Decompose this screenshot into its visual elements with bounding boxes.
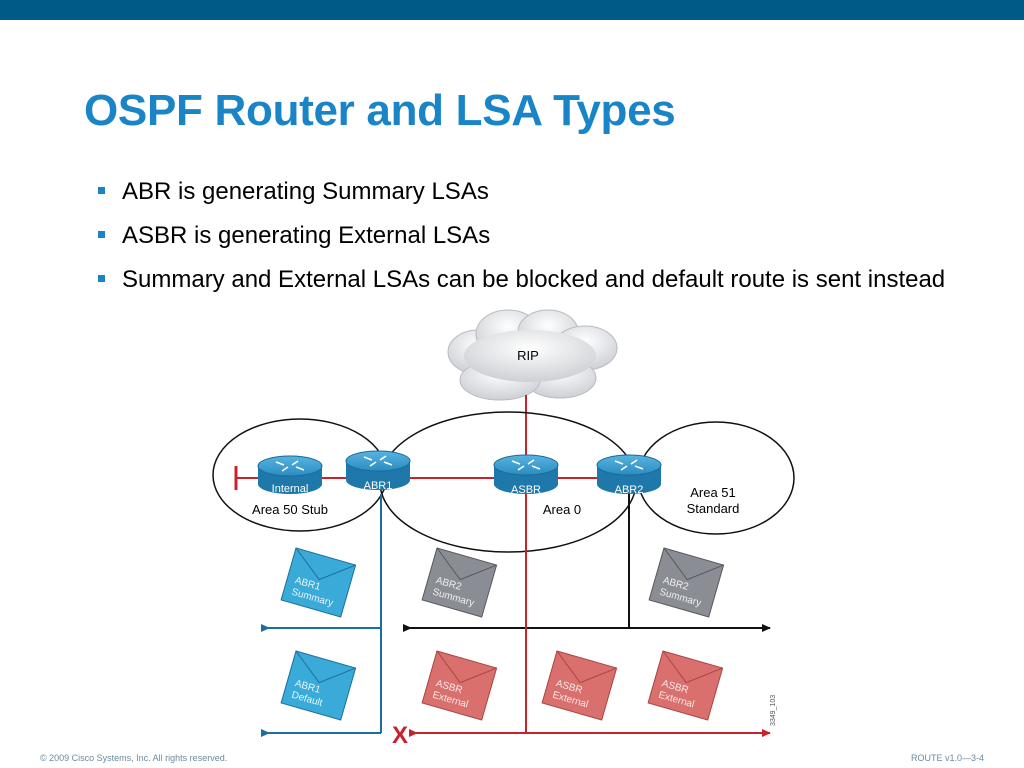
lsa-asbr-external-3: ASBR External	[647, 650, 724, 721]
bullet-item: Summary and External LSAs can be blocked…	[98, 264, 978, 295]
lsa-abr2-summary-area0: ABR2 Summary	[421, 547, 498, 618]
slide-title: OSPF Router and LSA Types	[84, 86, 676, 135]
router-abr1-label: ABR1	[364, 480, 393, 492]
router-asbr: ASBR	[493, 454, 559, 496]
footer-copyright: © 2009 Cisco Systems, Inc. All rights re…	[40, 753, 228, 763]
figure-id: 3349_103	[770, 695, 777, 726]
lsa-abr2-summary-area51: ABR2 Summary	[648, 547, 725, 618]
area-50-label: Area 50 Stub	[252, 502, 328, 517]
router-internal: Internal	[257, 455, 323, 495]
area-51-boundary	[637, 421, 795, 535]
lsa-abr1-default: ABR1 Default	[280, 650, 357, 721]
router-abr1: ABR1	[345, 450, 411, 492]
bullet-item: ABR is generating Summary LSAs	[98, 176, 978, 207]
top-banner	[0, 0, 1024, 20]
lsa-abr1-summary: ABR1 Summary	[280, 547, 357, 618]
router-internal-label: Internal	[272, 483, 309, 495]
blocked-x-icon: X	[392, 722, 408, 749]
area-51-label: Area 51	[690, 485, 736, 500]
bullet-square-icon	[98, 231, 105, 238]
lsa-asbr-external-2: ASBR External	[541, 650, 618, 721]
footer-course: ROUTE v1.0—3-4	[910, 753, 984, 763]
rip-cloud: RIP	[447, 309, 618, 401]
router-abr2-label: ABR2	[615, 484, 644, 496]
rip-label: RIP	[517, 348, 539, 363]
bullet-square-icon	[98, 275, 105, 282]
area-51-type-label: Standard	[687, 501, 740, 516]
lsa-asbr-external-1: ASBR External	[421, 650, 498, 721]
bullet-square-icon	[98, 187, 105, 194]
area-0-label: Area 0	[543, 502, 581, 517]
bullet-item: ASBR is generating External LSAs	[98, 220, 978, 251]
router-abr2: ABR2	[596, 454, 662, 496]
bullet-list: ABR is generating Summary LSAs ASBR is g…	[98, 176, 978, 308]
router-asbr-label: ASBR	[511, 484, 541, 496]
